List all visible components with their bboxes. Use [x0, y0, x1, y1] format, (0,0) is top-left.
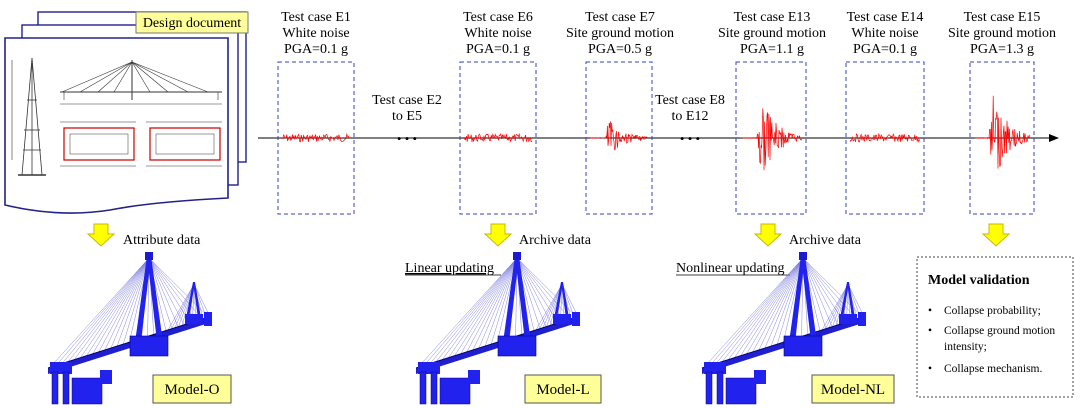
validation-item-3: Collapse mechanism.	[944, 363, 1042, 375]
signal-trace-e6	[463, 132, 533, 143]
test-case-e13-signal: Site ground motion	[718, 26, 826, 41]
design-document: Design document	[4, 11, 249, 214]
bridge-model-o	[47, 252, 213, 405]
linear-updating-label: Linear updating	[405, 261, 494, 276]
test-case-e1-pga: PGA=0.1 g	[284, 42, 348, 57]
gap-e2-e5-range: to E5	[392, 109, 422, 124]
test-case-e14-signal: White noise	[851, 26, 918, 41]
test-case-e7-pga: PGA=0.5 g	[588, 42, 652, 57]
test-case-e7-title: Test case E7	[585, 10, 655, 25]
gap-e8-e12-ellipsis: • • •	[680, 131, 700, 146]
test-case-e1-header: Test case E1 White noise PGA=0.1 g	[281, 10, 351, 57]
nonlinear-updating-label: Nonlinear updating	[676, 261, 784, 276]
validation-bullet-2: •	[928, 325, 932, 337]
down-arrow-validation	[981, 223, 1011, 247]
gap-e2-e5: Test case E2 to E5 • • •	[372, 93, 442, 146]
validation-bullet-3: •	[928, 363, 932, 375]
signal-box-e15	[969, 61, 1035, 215]
signal-box-e13	[735, 61, 807, 215]
validation-item-1: Collapse probability;	[944, 305, 1041, 317]
arrow-label-archive-1: Archive data	[519, 233, 592, 248]
test-case-e7-signal: Site ground motion	[566, 26, 674, 41]
signal-trace-e15	[973, 95, 1031, 169]
test-case-e14-header: Test case E14 White noise PGA=0.1 g	[847, 10, 924, 57]
down-arrow-archive-2	[753, 223, 783, 247]
cross-section-drawings	[60, 121, 222, 167]
validation-item-2: Collapse ground motion intensity;	[944, 325, 1058, 353]
model-l-label-box	[524, 374, 602, 404]
arrow-label-attribute: Attribute data	[123, 233, 201, 248]
validation-item-2-line-1: Collapse ground motion	[944, 325, 1055, 337]
bridge-model-nl	[701, 252, 867, 405]
signal-trace-e1	[281, 132, 350, 143]
test-case-e6-header: Test case E6 White noise PGA=0.1 g	[463, 10, 533, 57]
gap-e8-e12: Test case E8 to E12 • • •	[655, 93, 725, 146]
gap-e8-e12-title: Test case E8	[655, 93, 725, 108]
test-case-e15-header: Test case E15 Site ground motion PGA=1.3…	[948, 10, 1056, 57]
test-case-e14-pga: PGA=0.1 g	[853, 42, 917, 57]
gap-e2-e5-title: Test case E2	[372, 93, 442, 108]
signal-box-e14	[845, 61, 925, 215]
signal-trace-e13	[740, 108, 803, 171]
model-validation-panel: Model validation • Collapse probability;…	[916, 256, 1074, 398]
validation-bullet-1: •	[928, 305, 932, 317]
design-document-title: Design document	[143, 16, 241, 31]
model-l-label: Model-L	[536, 382, 589, 398]
tower-elevation-drawing	[11, 57, 46, 176]
test-case-e6-title: Test case E6	[463, 10, 533, 25]
signal-trace-e14	[849, 132, 920, 143]
signal-box-e6	[459, 61, 537, 215]
down-arrow-archive-1	[483, 223, 513, 247]
test-case-e7-header: Test case E7 Site ground motion PGA=0.5 …	[566, 10, 674, 57]
signal-box-e1	[277, 61, 355, 215]
test-case-e15-pga: PGA=1.3 g	[970, 42, 1034, 57]
model-o-label: Model-O	[165, 382, 220, 398]
test-case-e13-pga: PGA=1.1 g	[740, 42, 804, 57]
test-case-e15-signal: Site ground motion	[948, 26, 1056, 41]
gap-e2-e5-ellipsis: • • •	[397, 131, 417, 146]
signal-trace-e7	[589, 121, 648, 151]
test-case-e15-title: Test case E15	[964, 10, 1041, 25]
model-validation-title: Model validation	[928, 273, 1030, 288]
test-case-e13-header: Test case E13 Site ground motion PGA=1.1…	[718, 10, 826, 57]
gap-e8-e12-range: to E12	[672, 109, 709, 124]
model-o-label-box	[152, 374, 232, 404]
test-case-e6-pga: PGA=0.1 g	[466, 42, 530, 57]
down-arrow-attribute	[86, 223, 116, 247]
model-nl-label-box	[811, 374, 895, 404]
arrow-label-archive-2: Archive data	[789, 233, 862, 248]
test-case-e13-title: Test case E13	[734, 10, 811, 25]
model-nl-label: Model-NL	[821, 382, 885, 398]
validation-item-2-line-2: intensity;	[944, 341, 987, 353]
bridge-elevation-drawing	[60, 60, 222, 105]
test-case-e14-title: Test case E14	[847, 10, 924, 25]
test-case-e1-signal: White noise	[282, 26, 349, 41]
bridge-model-l	[415, 252, 581, 405]
test-case-e6-signal: White noise	[464, 26, 531, 41]
design-document-label-box	[135, 11, 249, 34]
signal-box-e7	[585, 61, 653, 215]
test-case-e1-title: Test case E1	[281, 10, 351, 25]
